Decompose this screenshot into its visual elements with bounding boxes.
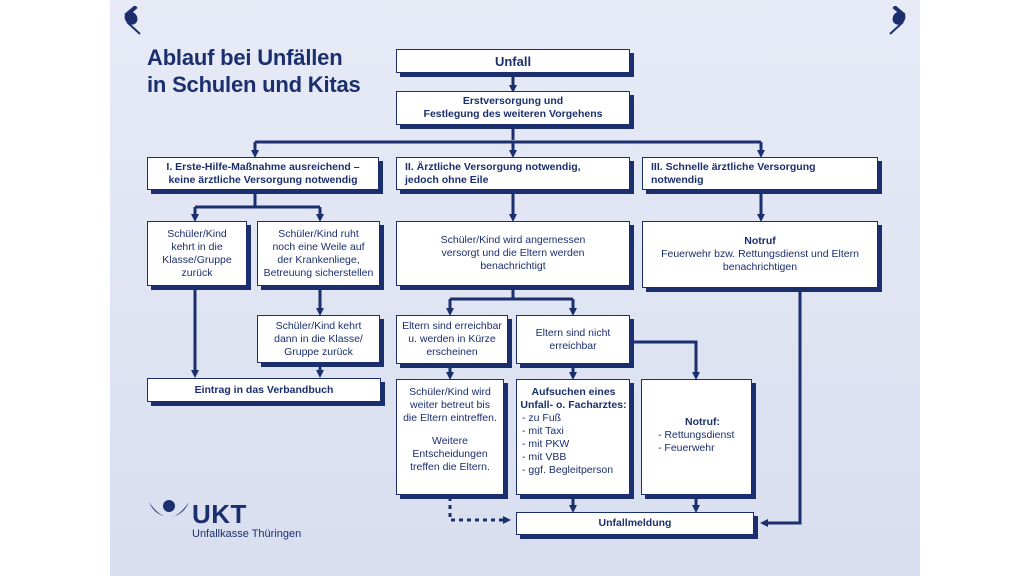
node-notruf-small-item: - Rettungsdienst [658, 429, 735, 441]
arrow-dotted-betreut-meldung [448, 497, 511, 524]
node-eltern-erreichbar: Eltern sind erreichbar u. werden in Kürz… [396, 315, 508, 364]
node-erstversorgung-line: Festlegung des weiteren Vorgehens [423, 108, 603, 120]
node-eltern-nicht-line: Eltern sind nicht [535, 326, 611, 339]
node-branch-3-line: notwendig [651, 173, 704, 186]
node-branch-3-line: III. Schnelle ärztliche Versorgung [651, 160, 816, 173]
node-versorgt-line: benachrichtigt [480, 260, 546, 272]
node-branch-2-line: II. Ärztliche Versorgung notwendig, [405, 160, 581, 173]
node-aufsuchen-item: - mit Taxi [522, 425, 564, 437]
node-unfallmeldung: Unfallmeldung [516, 512, 754, 535]
node-branch-1-line: keine ärztliche Versorgung notwendig [168, 173, 358, 186]
node-notruf-big-line: benachrichtigen [722, 261, 798, 273]
connector-lines [191, 76, 802, 527]
node-eltern-erreichbar-line: Eltern sind erreichbar [402, 320, 502, 332]
node-versorgt-line: Schüler/Kind wird angemessen [440, 234, 586, 246]
pin-icon [124, 6, 141, 35]
connector-versorgt-split [450, 288, 573, 301]
node-kind-zurueck-line: kehrt in die [171, 240, 223, 253]
node-kind-kehrt-dann-line: Gruppe zurück [284, 345, 353, 358]
node-weiter-betreut-line: weiter betreut bis [410, 399, 490, 411]
node-weiter-betreut-line: die Eltern eintreffen. [403, 412, 497, 424]
node-branch-2: II. Ärztliche Versorgung notwendig, jedo… [396, 157, 630, 190]
node-aufsuchen-title: Aufsuchen eines [531, 386, 616, 398]
node-weiter-betreut: Schüler/Kind wird weiter betreut bis die… [396, 379, 504, 495]
node-eltern-nicht: Eltern sind nicht erreichbar [516, 315, 630, 364]
logo: UKT Unfallkasse Thüringen [148, 498, 348, 548]
node-unfall: Unfall [396, 49, 630, 73]
node-kind-kehrt-dann-line: Schüler/Kind kehrt [275, 319, 362, 332]
node-kind-zurueck-line: zurück [181, 266, 213, 279]
flowchart-poster: Ablauf bei Unfällen in Schulen und Kitas… [110, 0, 920, 576]
node-notruf-big-title: Notruf [744, 235, 776, 247]
node-kind-ruht: Schüler/Kind ruht noch eine Weile auf de… [257, 221, 380, 286]
node-weiter-betreut-line: Entscheidungen [412, 448, 488, 460]
node-aufsuchen-title: Unfall- o. Facharztes: [520, 399, 627, 411]
node-kind-ruht-line: noch eine Weile auf [272, 240, 365, 253]
node-kind-kehrt-dann: Schüler/Kind kehrt dann in die Klasse/ G… [257, 315, 380, 363]
node-kind-zurueck-line: Schüler/Kind [167, 227, 227, 240]
node-notruf-small-title: Notruf: [685, 416, 720, 428]
node-eltern-erreichbar-line: erscheinen [426, 346, 478, 358]
node-kind-zurueck: Schüler/Kind kehrt in die Klasse/Gruppe … [147, 221, 247, 286]
node-branch-2-line: jedoch ohne Eile [405, 173, 489, 186]
page-title: Ablauf bei Unfällen in Schulen und Kitas [147, 45, 361, 97]
arrow-nicht-notruf [631, 340, 700, 380]
node-weiter-betreut-line: treffen die Eltern. [410, 461, 490, 473]
node-aufsuchen-item: - mit PKW [522, 438, 570, 450]
node-verbandbuch-label: Eintrag in das Verbandbuch [194, 383, 334, 396]
node-unfall-label: Unfall [494, 53, 532, 69]
node-verbandbuch: Eintrag in das Verbandbuch [147, 378, 381, 402]
node-weiter-betreut-line: Schüler/Kind wird [409, 386, 491, 398]
node-aufsuchen-item: - mit VBB [522, 451, 567, 463]
node-notruf-big-line: Feuerwehr bzw. Rettungsdienst und Eltern [661, 248, 859, 260]
node-erstversorgung-line: Erstversorgung und [462, 95, 564, 107]
logo-symbol [149, 500, 189, 517]
connector-branch1-split [195, 192, 320, 209]
node-erstversorgung: Erstversorgung und Festlegung des weiter… [396, 91, 630, 125]
node-kind-ruht-line: der Krankenliege, [277, 253, 360, 266]
node-notruf-small-item: - Feuerwehr [658, 442, 715, 454]
node-weiter-betreut-line: Weitere [432, 435, 468, 447]
node-versorgt: Schüler/Kind wird angemessen versorgt un… [396, 221, 630, 286]
node-aufsuchen: Aufsuchen eines Unfall- o. Facharztes: -… [516, 379, 630, 495]
pin-icon [889, 6, 906, 35]
node-eltern-nicht-line: erreichbar [549, 339, 597, 352]
node-kind-zurueck-line: Klasse/Gruppe [162, 253, 232, 266]
node-kind-kehrt-dann-line: dann in die Klasse/ [274, 332, 363, 345]
node-notruf-big: Notruf Feuerwehr bzw. Rettungsdienst und… [642, 221, 878, 288]
node-branch-3: III. Schnelle ärztliche Versorgung notwe… [642, 157, 878, 190]
node-versorgt-line: versorgt und die Eltern werden [441, 247, 585, 259]
node-notruf-small: Notruf: - Rettungsdienst - Feuerwehr [641, 379, 752, 495]
node-unfallmeldung-label: Unfallmeldung [598, 517, 672, 529]
node-kind-ruht-line: Schüler/Kind ruht [278, 227, 359, 240]
node-eltern-erreichbar-line: u. werden in Kürze [408, 333, 496, 345]
node-branch-1-line: I. Erste-Hilfe-Maßnahme ausreichend – [166, 160, 360, 173]
node-branch-1: I. Erste-Hilfe-Maßnahme ausreichend – ke… [147, 157, 379, 190]
logo-subtitle: Unfallkasse Thüringen [192, 528, 302, 540]
logo-name: UKT [192, 499, 247, 529]
node-aufsuchen-item: - ggf. Begleitperson [522, 464, 614, 476]
arrow-notruf-big-meldung [760, 291, 802, 527]
node-aufsuchen-item: - zu Fuß [522, 412, 562, 424]
node-kind-ruht-line: Betreuung sicherstellen [263, 266, 374, 279]
